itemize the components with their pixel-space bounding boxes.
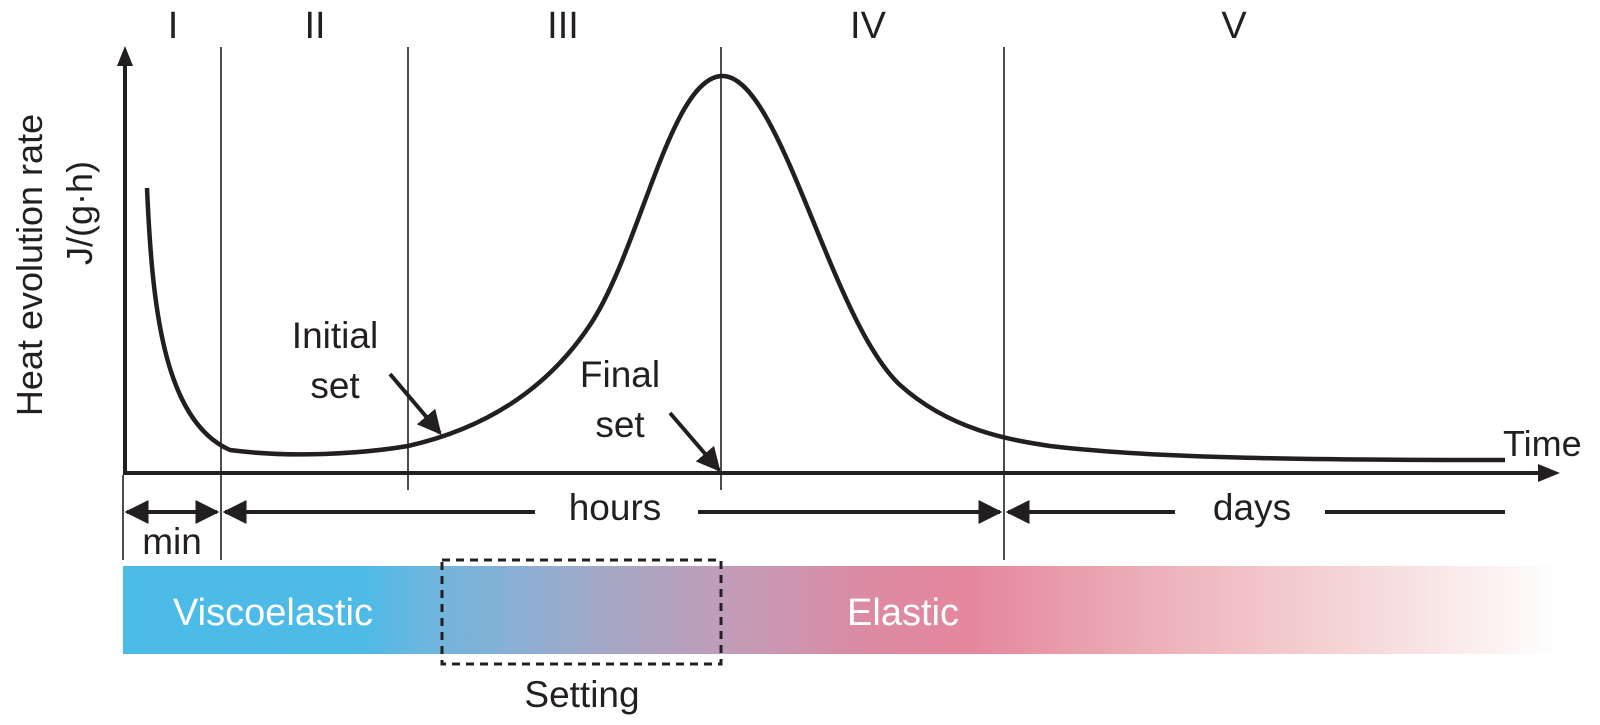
- final-set-label-line1: Final: [580, 354, 660, 395]
- time-scale-min: min: [142, 521, 202, 562]
- setting-label: Setting: [524, 674, 639, 715]
- x-axis-arrow: [1538, 464, 1560, 482]
- y-axis-title: Heat evolution rate J/(g·h): [9, 114, 100, 416]
- material-behaviour-band: [123, 566, 1560, 654]
- stage-label-1: I: [168, 5, 179, 47]
- setting-window-box: [440, 558, 723, 666]
- initial-set-label-line1: Initial: [292, 315, 378, 356]
- stage-label-5: V: [1221, 5, 1247, 47]
- x-axis-title: Time: [1503, 423, 1582, 464]
- y-axis-title-line2: J/(g·h): [59, 161, 100, 265]
- y-axis-title-line1: Heat evolution rate: [9, 114, 50, 416]
- final-set-arrow: [668, 411, 721, 472]
- final-set-label-line2: set: [595, 404, 645, 445]
- band-label-viscoelastic: Viscoelastic: [173, 592, 373, 634]
- stage-label-4: IV: [850, 5, 887, 47]
- band-label-elastic: Elastic: [847, 592, 959, 634]
- stage-dividers: [122, 47, 1005, 560]
- stage-label-3: III: [547, 5, 579, 47]
- initial-set-arrow: [388, 372, 442, 435]
- time-scale-days: days: [1213, 487, 1291, 528]
- axes: [117, 46, 1560, 482]
- initial-set-label-line2: set: [310, 365, 360, 406]
- stage-label-2: II: [304, 5, 325, 47]
- heat-evolution-curve: [144, 73, 1506, 463]
- time-scale-hours: hours: [569, 487, 662, 528]
- y-axis-arrow: [117, 46, 133, 66]
